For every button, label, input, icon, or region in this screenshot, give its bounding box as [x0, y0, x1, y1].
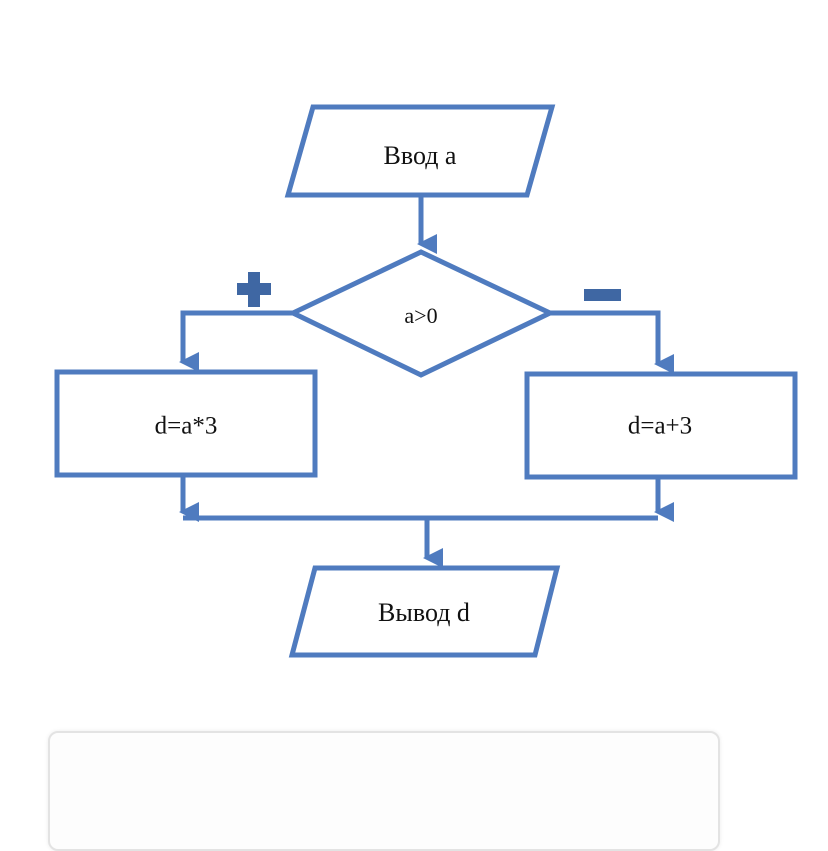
arrow-no-branch: [550, 310, 674, 374]
input-label: Ввод a: [384, 141, 457, 170]
answer-input-box[interactable]: [48, 731, 720, 851]
condition-label: a>0: [404, 303, 437, 328]
plus-sign-icon: [237, 272, 271, 307]
arrow-yes-branch: [179, 310, 293, 372]
no-action-label: d=a+3: [628, 413, 692, 440]
minus-sign-icon: [584, 289, 621, 301]
output-label: Вывод d: [378, 598, 470, 627]
output-parallelogram: [288, 565, 561, 658]
condition-diamond: [287, 249, 556, 378]
flowchart: Ввод a a>0 d=a*3 d=a+3 Вывод d: [54, 104, 798, 658]
yes-action-box: [54, 369, 318, 478]
yes-action-label: d=a*3: [155, 413, 218, 440]
input-parallelogram: [284, 104, 556, 198]
no-action-box: [524, 371, 798, 480]
